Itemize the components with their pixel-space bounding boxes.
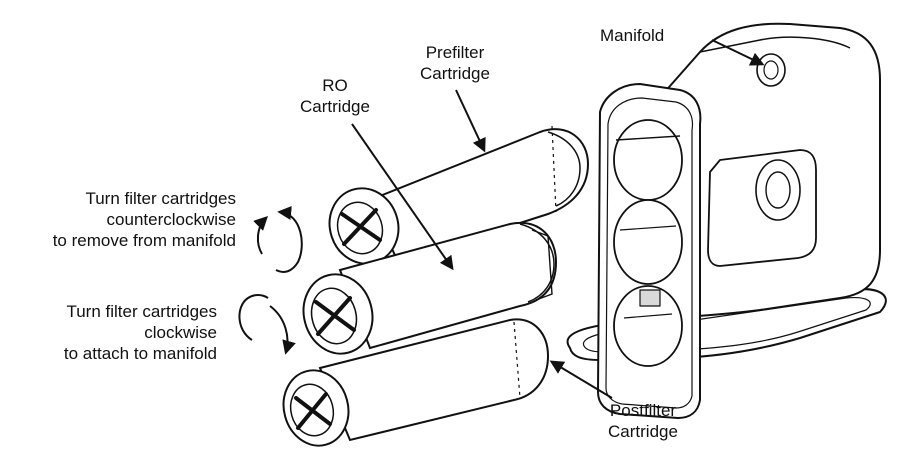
leader-arrows	[351, 39, 765, 399]
manifold-arrow	[711, 39, 765, 66]
manifold-housing	[566, 22, 887, 419]
prefilter-label-line2: Cartridge	[420, 64, 490, 83]
remove-instruction-line1: Turn filter cartridges	[85, 189, 236, 208]
postfilter-label-line2: Cartridge	[608, 422, 678, 441]
ro-cartridge	[302, 221, 558, 355]
remove-instruction: Turn filter cartridges counterclockwise …	[30, 188, 236, 251]
attach-instruction-line2: clockwise	[144, 323, 217, 342]
remove-instruction-line2: counterclockwise	[106, 210, 236, 229]
postfilter-cartridge	[282, 318, 550, 447]
attach-instruction-line1: Turn filter cartridges	[66, 302, 217, 321]
rotation-arrows	[238, 206, 303, 355]
postfilter-label: Postfilter Cartridge	[588, 400, 698, 442]
ro-arrow	[351, 123, 454, 271]
prefilter-label: Prefilter Cartridge	[400, 42, 510, 84]
remove-instruction-line3: to remove from manifold	[52, 231, 236, 250]
attach-instruction: Turn filter cartridges clockwise to atta…	[30, 301, 217, 364]
postfilter-arrow	[549, 360, 613, 399]
manifold-port-prefilter	[613, 119, 683, 201]
clockwise-arrow-icon	[238, 294, 269, 341]
ro-label-line2: Cartridge	[300, 97, 370, 116]
postfilter-label-line1: Postfilter	[609, 401, 677, 420]
ro-label: RO Cartridge	[285, 75, 385, 117]
prefilter-label-line1: Prefilter	[425, 43, 485, 62]
prefilter-arrow	[455, 89, 486, 153]
manifold-label: Manifold	[600, 26, 665, 45]
manifold-port-ro	[613, 199, 683, 285]
manifold-port-postfilter	[613, 285, 683, 367]
ro-label-line1: RO	[322, 76, 348, 95]
counterclockwise-arrow-icon	[275, 206, 303, 273]
attach-instruction-line3: to attach to manifold	[63, 344, 217, 363]
